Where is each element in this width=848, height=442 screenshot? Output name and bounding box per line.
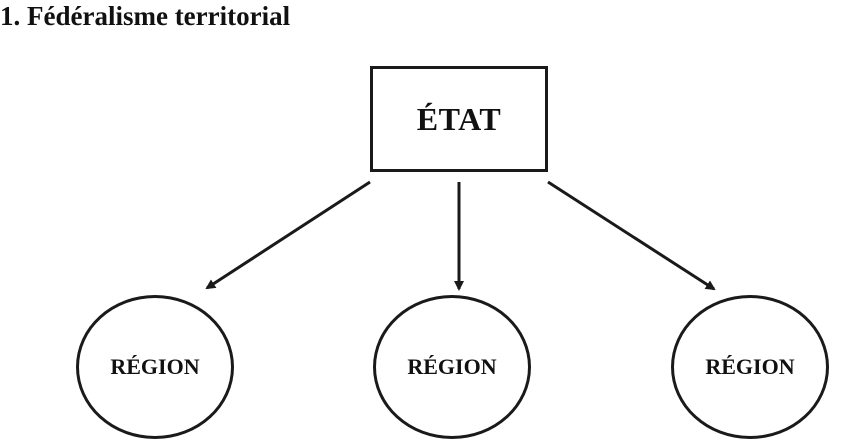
diagram-title: 1. Fédéralisme territorial: [0, 1, 291, 31]
state-label: ÉTAT: [416, 100, 502, 137]
arrow-state-to-region-1: [205, 180, 371, 290]
region-label-1: RÉGION: [110, 354, 200, 379]
region-label-3: RÉGION: [705, 354, 795, 379]
region-node-3: RÉGION: [671, 295, 829, 439]
state-node: ÉTAT: [370, 66, 548, 172]
region-label-2: RÉGION: [407, 354, 497, 379]
region-node-1: RÉGION: [76, 295, 234, 439]
region-node-2: RÉGION: [373, 295, 531, 439]
arrow-state-to-region-3: [547, 180, 716, 291]
